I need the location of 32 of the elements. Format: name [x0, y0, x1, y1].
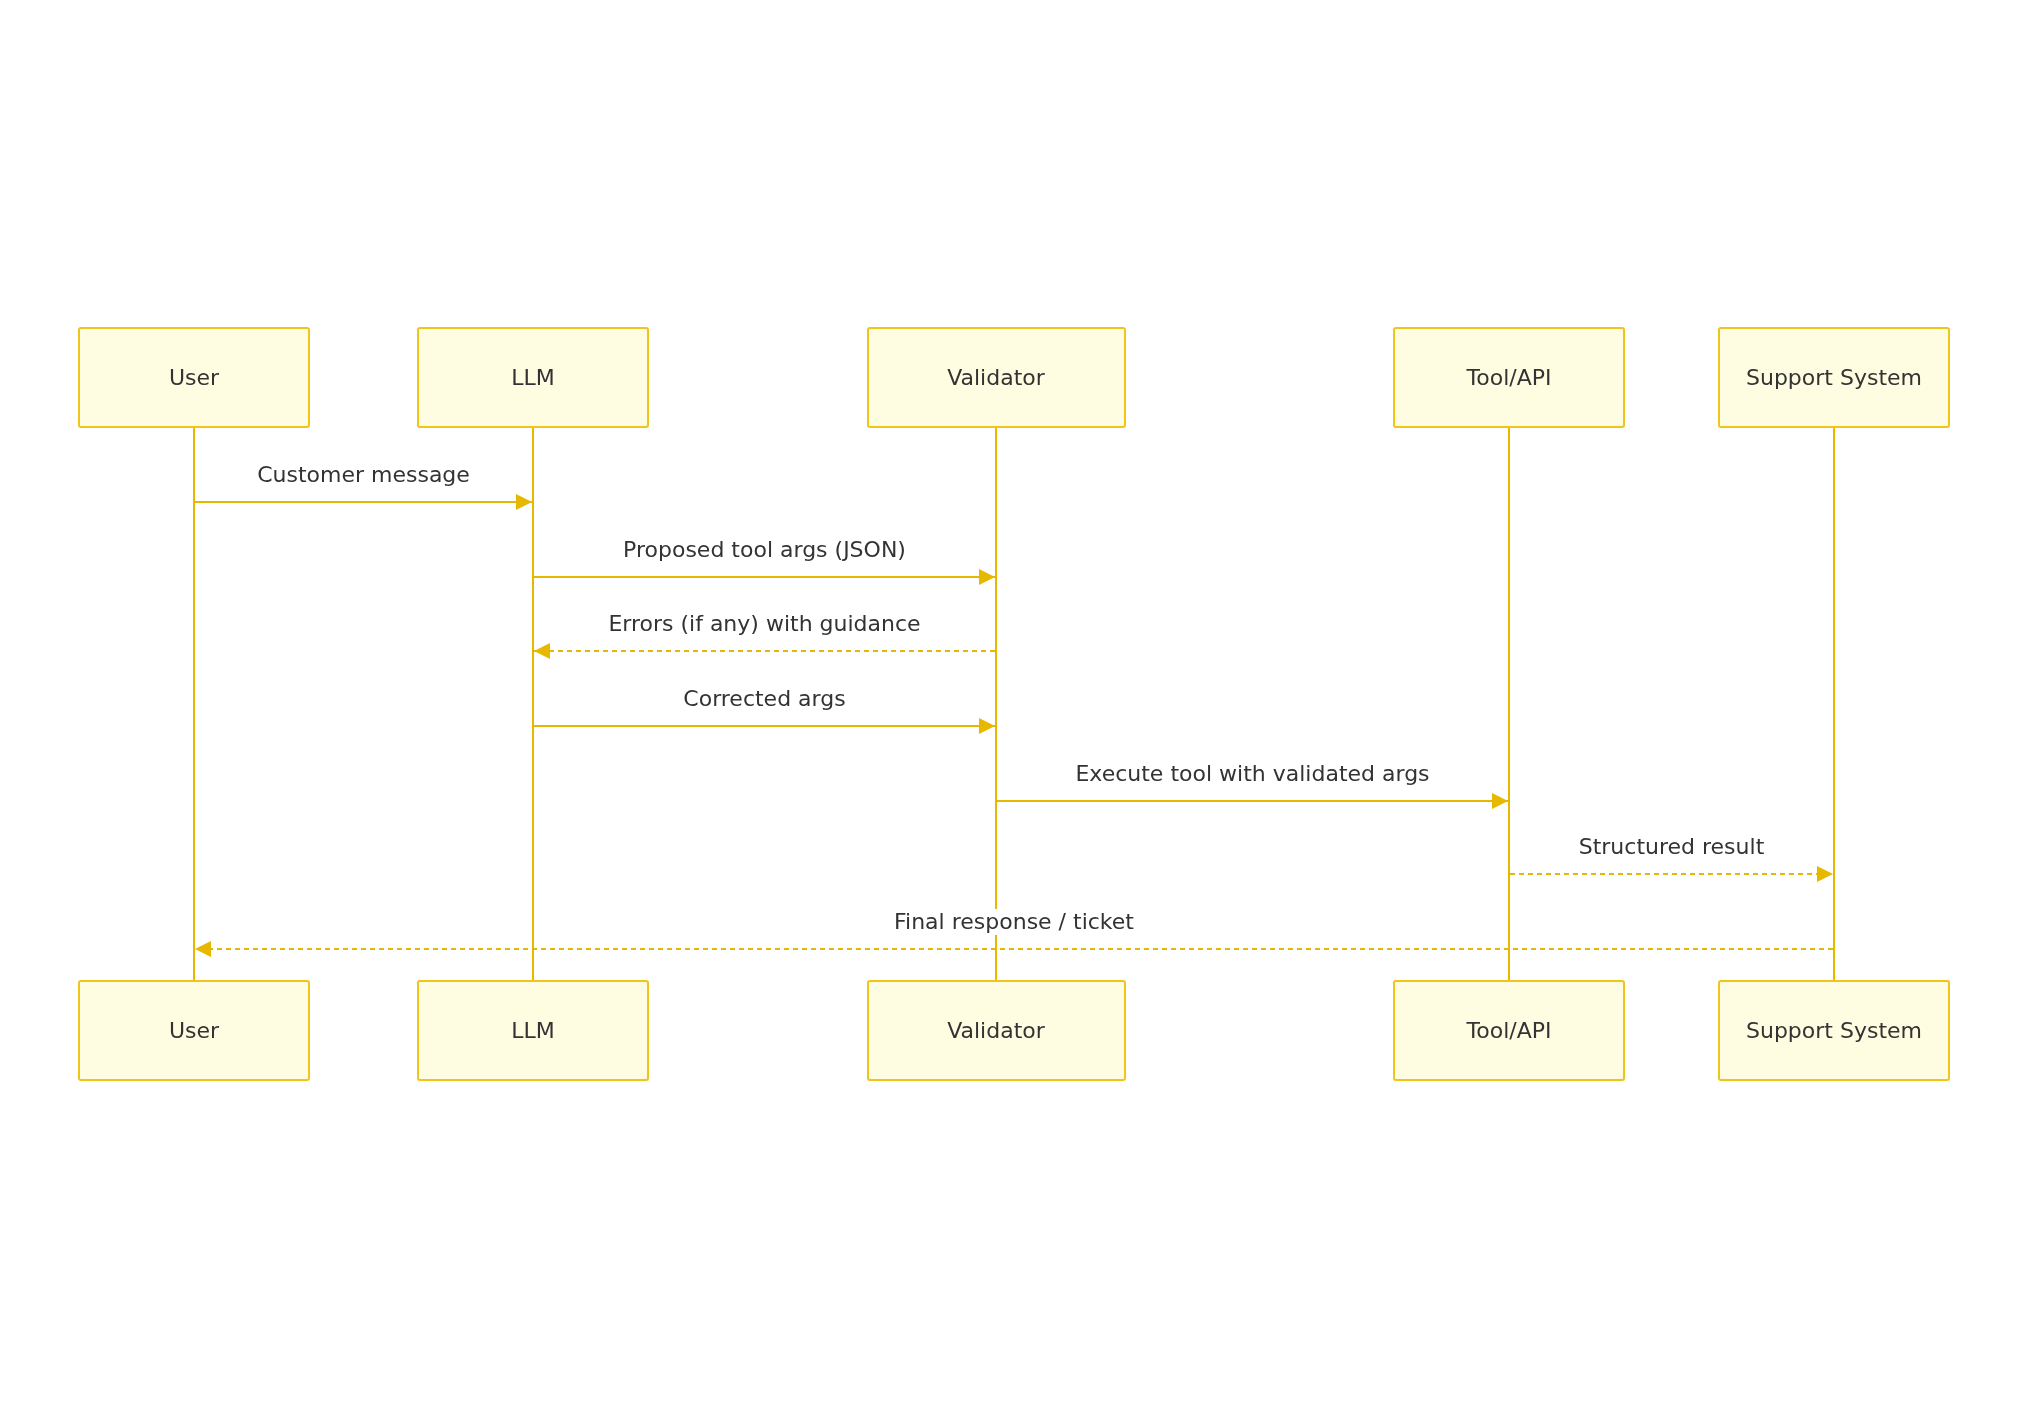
participant-name: Tool/API: [1466, 1018, 1552, 1043]
lifeline: [1833, 428, 1835, 980]
participant-name: Validator: [947, 365, 1045, 390]
participant-box: [78, 980, 310, 1081]
message-arrow: [1509, 866, 1834, 882]
message-arrow: [194, 941, 1834, 957]
participant-box: [78, 327, 310, 428]
message-arrow: [996, 793, 1509, 809]
participant-box: [417, 327, 649, 428]
lifeline: [1508, 428, 1510, 980]
message-arrow: [533, 569, 996, 585]
message-arrow: [533, 643, 996, 659]
participant-name: LLM: [511, 365, 555, 390]
participant-name: Support System: [1746, 1018, 1922, 1043]
participant-box: [1393, 327, 1625, 428]
participant-name: Tool/API: [1466, 365, 1552, 390]
message-arrow: [194, 494, 533, 510]
participant-box: [1393, 980, 1625, 1081]
participant-name: User: [168, 365, 220, 390]
message-arrow: [533, 718, 996, 734]
participant-name: User: [168, 1018, 220, 1043]
participant-name: Validator: [947, 1018, 1045, 1043]
participant-box: [1718, 327, 1950, 428]
participant-box: [866, 980, 1126, 1081]
participant-name: LLM: [511, 1018, 555, 1043]
participant-box: [417, 980, 649, 1081]
lifeline: [193, 428, 195, 980]
lifeline: [532, 428, 534, 980]
participant-name: Support System: [1746, 365, 1922, 390]
lifeline: [995, 428, 997, 980]
participant-box: [1718, 980, 1950, 1081]
participant-box: [866, 327, 1126, 428]
